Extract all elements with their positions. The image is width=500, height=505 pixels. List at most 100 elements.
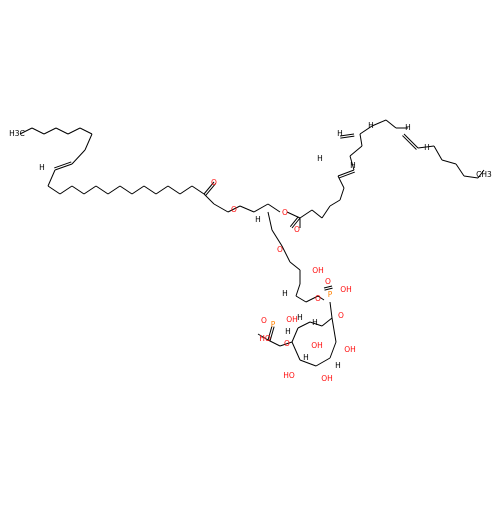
right-chain-bond <box>385 119 397 129</box>
inositol-ring-bond <box>291 327 299 343</box>
phosphate-double-bond <box>324 287 333 291</box>
glycerol-bond <box>253 203 269 213</box>
right-chain-bond <box>433 145 443 161</box>
atom-label-o-ester1-link: O <box>231 205 237 214</box>
atom-label-h-db3: H <box>337 129 343 138</box>
phosphate2-bond <box>257 333 269 341</box>
atom-label-oh-ring-mid: OH <box>311 341 323 350</box>
right-chain-bond <box>417 145 435 149</box>
left-chain-bond <box>71 185 85 195</box>
atom-label-h-stereo1: H <box>255 215 261 224</box>
left-chain-bond <box>31 127 45 135</box>
atom-label-oh-p2-top: OH <box>286 315 298 324</box>
inositol-ring-bond <box>329 341 337 359</box>
atom-label-h-db2: H <box>350 161 356 170</box>
phosphate2-double-bond <box>267 325 273 341</box>
inositol-ring-bond <box>297 321 311 329</box>
inositol-ring-bond <box>329 301 333 319</box>
ester1-carbonyl-bond <box>203 181 215 195</box>
left-chain-bond <box>203 193 215 205</box>
atom-label-o-ester2-carbonyl: O <box>294 225 300 234</box>
atom-label-o-phos1-link: O <box>315 294 321 303</box>
atom-label-h-ring-b: H <box>297 313 303 322</box>
phosphate-bond <box>305 295 319 303</box>
right-chain-bond <box>349 155 355 171</box>
backbone-bond <box>271 229 283 247</box>
right-chain-bond <box>441 159 457 165</box>
right-chain-bond <box>455 163 465 177</box>
atom-label-oh-p2-left: HO <box>259 334 271 343</box>
left-chain-bond <box>79 127 93 135</box>
left-chain-bond <box>47 169 56 187</box>
left-chain-bond <box>167 185 181 195</box>
atom-label-h-ring-d: H <box>303 353 309 362</box>
right-chain-bond <box>349 145 363 157</box>
right-chain-bond <box>339 187 345 201</box>
atom-label-ch3-left: H3C <box>9 129 25 138</box>
left-chain-bond <box>19 127 33 135</box>
backbone-bond <box>281 245 291 263</box>
left-chain-bond <box>107 185 121 195</box>
right-chain-bond <box>477 169 485 179</box>
right-chain-bond <box>311 209 323 219</box>
left-chain-bond <box>55 127 69 135</box>
left-chain-bond <box>179 185 193 195</box>
ester2-carbonyl-bond <box>289 216 299 227</box>
atom-label-o-p2-double: O <box>261 316 267 325</box>
inositol-ring-bond <box>315 357 331 367</box>
bond-layer <box>19 119 485 367</box>
atom-label-h-stereo2: H <box>282 289 288 298</box>
inositol-ring-bond <box>299 359 317 367</box>
left-chain-bond <box>191 185 205 195</box>
left-chain-bond <box>59 185 73 195</box>
atom-label-p1: P <box>328 290 333 299</box>
atom-label-oh-glycerol: OH <box>312 266 324 275</box>
left-chain-bond <box>143 185 157 195</box>
left-chain-bond <box>95 185 109 195</box>
left-chain-bond <box>84 133 93 151</box>
atom-label-o-ring-left: O <box>284 339 290 348</box>
left-chain-bond <box>83 185 97 195</box>
glycerol-bond <box>267 203 281 213</box>
right-chain-double-bond-3 <box>402 135 417 150</box>
right-chain-double-bond <box>338 171 355 179</box>
right-chain-double-bond-2 <box>340 135 355 139</box>
glycerol-bond <box>227 205 241 213</box>
atom-label-oh-ring-bottom: OH <box>321 374 333 383</box>
atom-label-h-db1: H <box>317 154 323 163</box>
atom-label-oh-ring-bl: HO <box>283 371 295 380</box>
phosphate-double-bond <box>323 285 333 289</box>
left-chain-bond <box>119 185 133 195</box>
left-chain-bond <box>67 127 81 135</box>
right-chain-double-bond <box>337 169 355 177</box>
left-chain-bond <box>155 185 169 195</box>
atom-label-o-ester2-link: O <box>282 208 288 217</box>
right-chain-double-bond-3 <box>403 133 419 149</box>
backbone-bond <box>267 211 273 231</box>
atom-label-oh-ring-right: OH <box>344 345 356 354</box>
backbone-bond <box>295 283 301 297</box>
atom-label-h-db5: H <box>405 123 411 132</box>
right-chain-bond <box>359 133 363 147</box>
atom-label-h-db6: H <box>424 143 430 152</box>
atom-label-o-p1-double: O <box>325 277 331 286</box>
left-chain-double-bond <box>54 161 72 169</box>
right-chain-bond <box>359 125 373 135</box>
atom-label-h-db4: H <box>368 121 374 130</box>
backbone-bond <box>295 295 307 303</box>
atom-label-o-ether: O <box>277 245 283 254</box>
atom-label-o-ring-top: O <box>338 311 344 320</box>
phosphate-bond <box>317 295 325 301</box>
left-chain-double-bond <box>54 163 73 171</box>
atom-label-h-left: H <box>39 163 45 172</box>
right-chain-bond <box>329 199 341 207</box>
glycerol-bond <box>213 203 229 213</box>
phosphate2-bond <box>267 339 281 347</box>
right-chain-bond <box>299 209 313 219</box>
left-chain-bond <box>47 185 61 195</box>
ester1-carbonyl-bond <box>205 183 217 196</box>
atom-label-o-ester1-carbonyl: O <box>211 178 217 187</box>
